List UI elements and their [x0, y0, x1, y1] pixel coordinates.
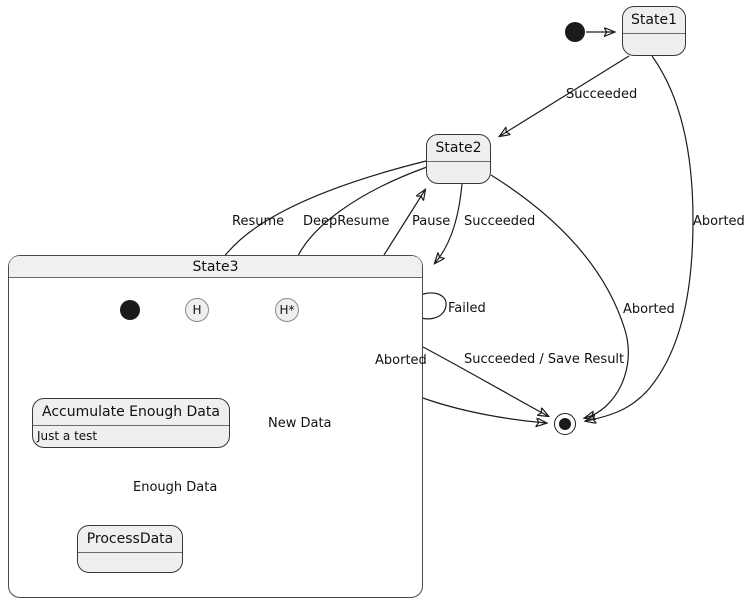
accumulate-title: Accumulate Enough Data [33, 399, 229, 426]
edge-label-succeeded-state1: Succeeded [566, 87, 638, 102]
shallow-history-label: H [192, 303, 202, 317]
edge-state3-self-failed [412, 292, 447, 319]
edge-state3-to-final-succeeded [422, 346, 548, 416]
edge-label-succeeded-state2: Succeeded [464, 214, 536, 229]
edge-label-new-data: New Data [268, 416, 332, 431]
processdata-title: ProcessData [78, 526, 182, 553]
edge-label-pause: Pause [412, 214, 451, 229]
state2-title: State2 [427, 135, 490, 162]
edge-state3-to-final-aborted [422, 397, 546, 423]
initial-state-dot [565, 22, 585, 42]
edge-label-failed: Failed [448, 301, 486, 316]
accumulate-body-text: Just a test [37, 429, 98, 443]
edge-label-enough-data: Enough Data [133, 480, 218, 495]
final-state-node [554, 413, 576, 435]
edge-state3-to-state2-pause [383, 190, 425, 256]
edge-label-aborted-state3: Aborted [375, 353, 427, 368]
state3-initial-dot [120, 300, 140, 320]
edge-label-deepresume: DeepResume [303, 214, 390, 229]
deep-history-label: H* [279, 303, 295, 317]
edge-label-resume: Resume [232, 214, 285, 229]
state-processdata: ProcessData [77, 525, 183, 573]
state-accumulate-enough-data: Accumulate Enough Data Just a test [32, 398, 230, 448]
state-state2: State2 [426, 134, 491, 184]
state-state1: State1 [622, 6, 686, 56]
edge-state1-to-final-aborted [586, 55, 694, 421]
edge-label-aborted-state1: Aborted [693, 214, 745, 229]
edge-state2-to-final-aborted [490, 174, 629, 418]
deep-history-node: H* [275, 298, 299, 322]
state1-title: State1 [623, 7, 685, 34]
shallow-history-node: H [185, 298, 209, 322]
state3-title: State3 [9, 256, 422, 278]
final-state-inner-dot [559, 418, 571, 430]
edge-state1-to-state2 [500, 55, 630, 136]
edge-label-aborted-state2: Aborted [623, 302, 675, 317]
edge-state2-to-state3-succeeded [435, 183, 463, 263]
edge-label-succeeded-save-result: Succeeded / Save Result [464, 352, 625, 367]
